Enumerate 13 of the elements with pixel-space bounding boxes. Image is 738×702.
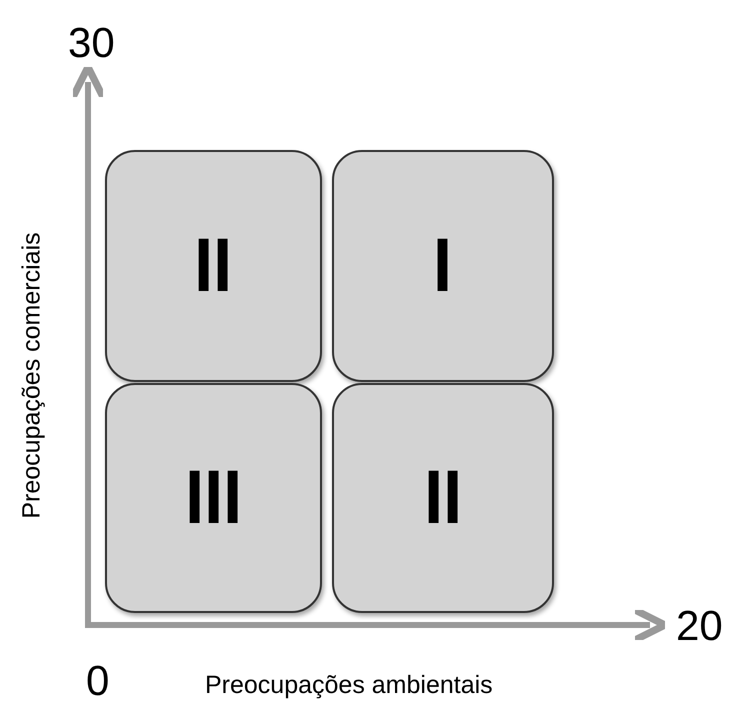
axis-title: Preocupações comerciais [20, 232, 45, 518]
roman-numeral: I [434, 228, 452, 304]
quadrant-box [332, 150, 554, 382]
roman-numeral: III [184, 460, 242, 536]
axis-max-label: 30 [68, 22, 115, 64]
axis-origin-label: 0 [86, 660, 110, 702]
quadrant-box [105, 150, 322, 382]
roman-numeral: II [194, 228, 232, 304]
axis-max-label: 20 [676, 605, 723, 647]
axis-title: Preocupações ambientais [205, 673, 493, 698]
roman-numeral: II [424, 460, 462, 536]
quadrant-box [332, 383, 554, 613]
quadrant-box [105, 383, 322, 613]
